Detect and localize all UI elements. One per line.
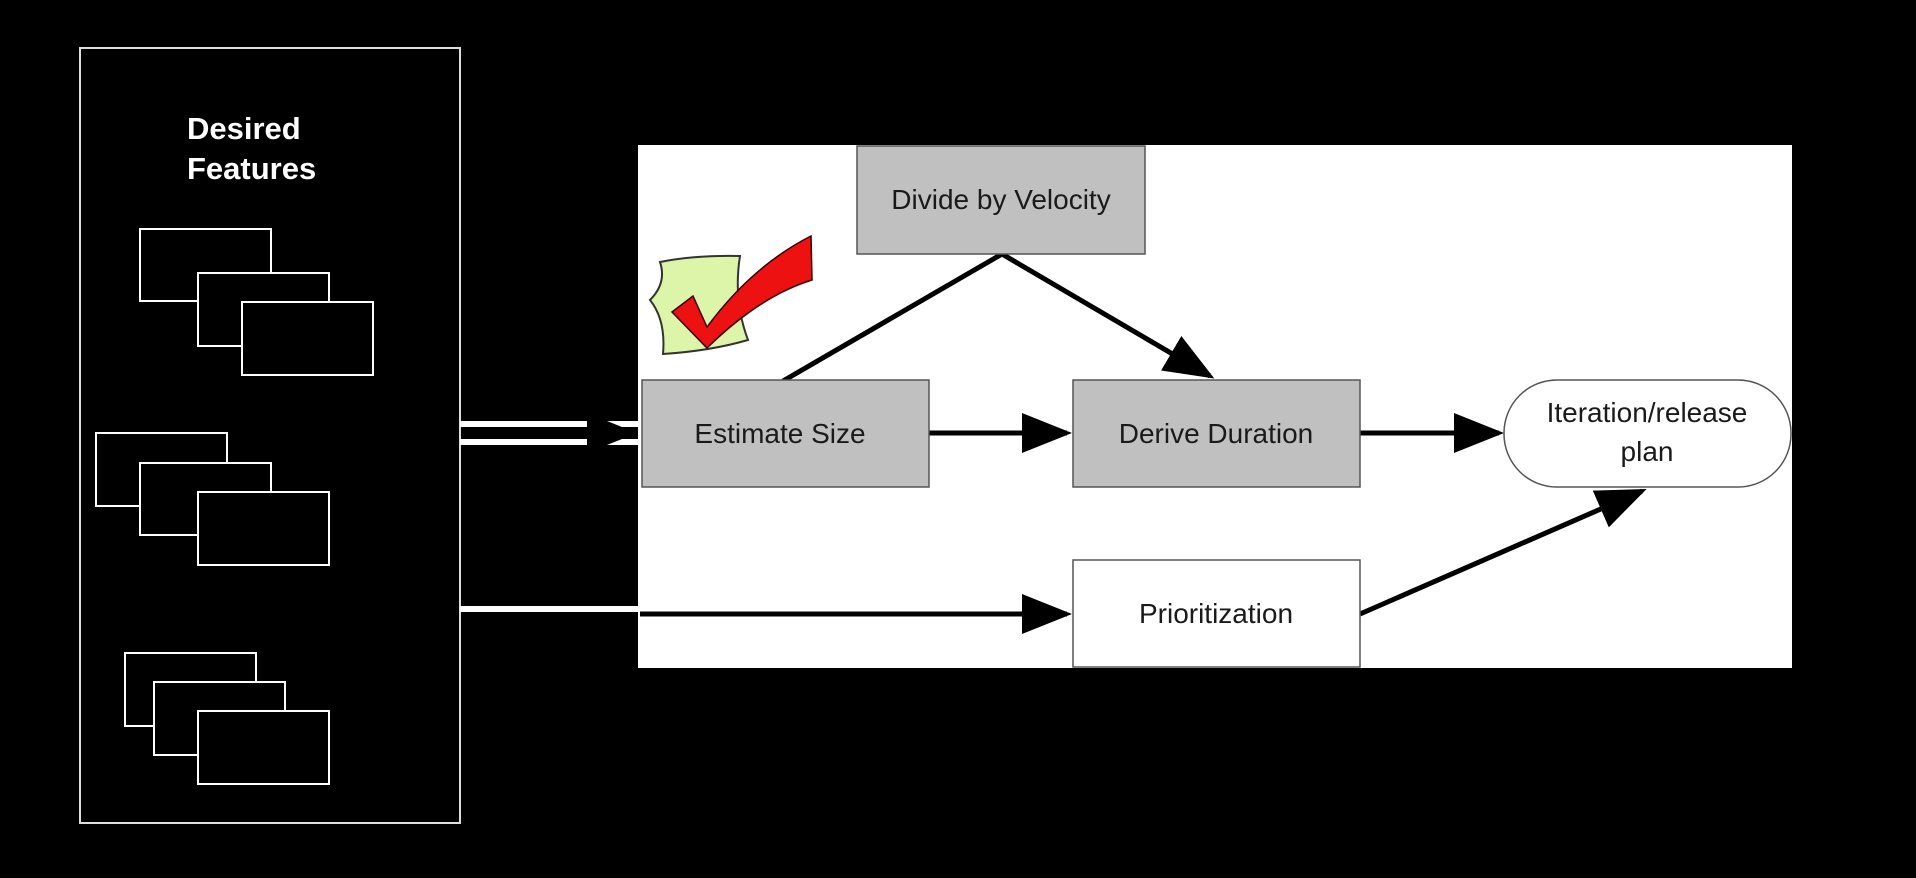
divide-by-velocity-box: Divide by Velocity <box>856 145 1146 255</box>
derive-duration-box: Derive Duration <box>1072 379 1361 488</box>
plan-label-line2: plan <box>1621 436 1674 467</box>
features-title-line1: Desired <box>187 111 301 146</box>
estimate-size-label: Estimate Size <box>694 418 865 449</box>
estimate-size-box: Estimate Size <box>641 379 930 488</box>
feature-card-stack-1 <box>139 228 374 376</box>
feature-card-stack-3 <box>124 652 330 785</box>
feature-card <box>241 301 374 376</box>
estimate-to-velocity-line <box>781 251 1004 384</box>
feature-card <box>197 710 330 785</box>
feature-card <box>197 491 330 566</box>
desired-features-panel: Desired Features <box>79 47 461 824</box>
checkmark-note-icon <box>648 234 813 356</box>
feature-card-stack-2 <box>95 432 330 566</box>
prioritization-box: Prioritization <box>1072 559 1361 668</box>
iteration-release-plan-terminal: Iteration/release plan <box>1503 379 1792 488</box>
velocity-to-duration-arrow <box>1000 251 1215 379</box>
divide-by-velocity-label: Divide by Velocity <box>891 184 1110 215</box>
plan-label-line1: Iteration/release <box>1547 397 1748 428</box>
features-to-prioritization-connector <box>460 594 1072 634</box>
derive-duration-label: Derive Duration <box>1119 418 1314 449</box>
features-title-line2: Features <box>187 151 316 186</box>
prioritization-label: Prioritization <box>1139 598 1293 629</box>
features-to-estimate-connector <box>460 413 640 453</box>
prioritization-to-plan-arrow <box>1359 488 1647 617</box>
